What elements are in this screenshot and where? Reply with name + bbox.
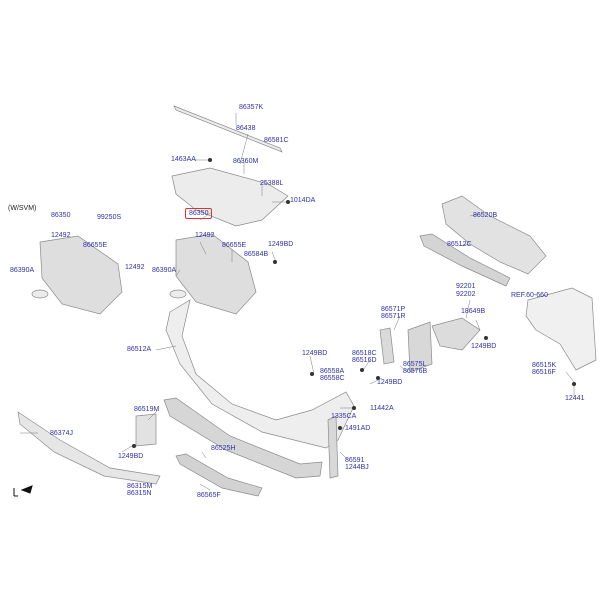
front-arrow-icon [13, 485, 33, 497]
part-label-1335ca[interactable]: 1335CA [331, 413, 357, 420]
part-label-ref-60-660[interactable]: REF.60-660 [511, 292, 548, 299]
part-label-86512c[interactable]: 86512C [447, 241, 472, 248]
part-label-1249bd[interactable]: 1249BD [118, 453, 144, 460]
part-label-86655e[interactable]: 86655E [222, 242, 247, 249]
part-label-1491ad[interactable]: 1491AD [345, 425, 371, 432]
bolt-icon [572, 382, 576, 386]
part-label-86525h[interactable]: 86525H [211, 445, 236, 452]
part-label-1014da[interactable]: 1014DA [290, 197, 316, 204]
lower-grille-strip [419, 233, 511, 287]
part-label-86315m[interactable]: 86315M [127, 483, 153, 490]
part-label-86518c[interactable]: 86518C [352, 350, 377, 357]
lower-lip [17, 411, 161, 485]
bolt-icon [484, 336, 488, 340]
bolt-icon [132, 444, 136, 448]
part-label-1249bd[interactable]: 1249BD [302, 350, 328, 357]
part-label-86315n[interactable]: 86315N [127, 490, 152, 497]
part-label-86350[interactable]: 86350 [51, 212, 71, 219]
part-label-86655e[interactable]: 86655E [83, 242, 108, 249]
bolt-icon [273, 260, 277, 264]
part-label-86558a[interactable]: 86558A [320, 368, 345, 375]
part-label-86390a[interactable]: 86390A [10, 267, 35, 274]
part-label-86584b[interactable]: 86584B [244, 251, 269, 258]
part-label-86516d[interactable]: 86516D [352, 357, 377, 364]
part-label-86374j[interactable]: 86374J [50, 430, 73, 437]
bolt-icon [310, 372, 314, 376]
drl-bracket [379, 327, 395, 365]
part-label-92202[interactable]: 92202 [456, 291, 476, 298]
part-label-86515k[interactable]: 86515K [532, 362, 557, 369]
part-label-86520b[interactable]: 86520B [473, 212, 498, 219]
bolt-icon [376, 376, 380, 380]
part-label-99250s[interactable]: 99250S [97, 214, 122, 221]
fog-lamp-bracket [407, 321, 433, 373]
side-lamp [431, 317, 481, 351]
part-label-86575l[interactable]: 86575L [403, 361, 427, 368]
bolt-icon [352, 406, 356, 410]
part-label-18649b[interactable]: 18649B [461, 308, 486, 315]
part-label-86357k[interactable]: 86357K [239, 104, 264, 111]
skid-plate [163, 397, 323, 479]
part-label-25388l[interactable]: 25388L [260, 180, 284, 187]
part-label-86438[interactable]: 86438 [236, 125, 256, 132]
part-label-86571r[interactable]: 86571R [381, 313, 406, 320]
part-label-86565f[interactable]: 86565F [197, 492, 221, 499]
upper-molding-strip [173, 105, 283, 153]
bolt-icon [338, 426, 342, 430]
emblem-center [169, 289, 187, 299]
fender-ref [525, 287, 597, 371]
part-label-86581c[interactable]: 86581C [264, 137, 289, 144]
part-label-86576b[interactable]: 86576B [403, 368, 428, 375]
part-label-1463aa[interactable]: 1463AA [171, 156, 196, 163]
part-label-86350[interactable]: 86350 [185, 208, 213, 219]
grille-carrier [171, 167, 289, 227]
section-label: (W/SVM) [8, 205, 37, 212]
part-label-86571p[interactable]: 86571P [381, 306, 406, 313]
grille-svm [39, 235, 123, 315]
license-bracket [135, 413, 157, 447]
part-label-86512a[interactable]: 86512A [127, 346, 152, 353]
part-label-86516f[interactable]: 86516F [532, 369, 556, 376]
lower-garnish [175, 453, 263, 497]
bolt-icon [360, 368, 364, 372]
part-label-86591[interactable]: 86591 [345, 457, 365, 464]
part-label-11442a[interactable]: 11442A [370, 405, 394, 412]
part-label-86390a[interactable]: 86390A [152, 267, 177, 274]
bolt-icon [286, 200, 290, 204]
grille-main [175, 233, 257, 315]
part-label-86558c[interactable]: 86558C [320, 375, 345, 382]
part-label-12492[interactable]: 12492 [125, 264, 145, 271]
part-label-86360m[interactable]: 86360M [233, 158, 259, 165]
part-label-1249bd[interactable]: 1249BD [377, 379, 403, 386]
part-label-1244bj[interactable]: 1244BJ [345, 464, 369, 471]
part-label-92201[interactable]: 92201 [456, 283, 476, 290]
part-label-12492[interactable]: 12492 [51, 232, 71, 239]
part-label-86519m[interactable]: 86519M [134, 406, 160, 413]
part-label-1249bd[interactable]: 1249BD [471, 343, 497, 350]
energy-absorber [441, 195, 547, 275]
part-label-12441[interactable]: 12441 [565, 395, 585, 402]
emblem-left [31, 289, 49, 299]
bolt-icon [208, 158, 212, 162]
part-label-1249bd[interactable]: 1249BD [268, 241, 294, 248]
side-trim [327, 415, 339, 479]
part-label-12492[interactable]: 12492 [195, 232, 215, 239]
